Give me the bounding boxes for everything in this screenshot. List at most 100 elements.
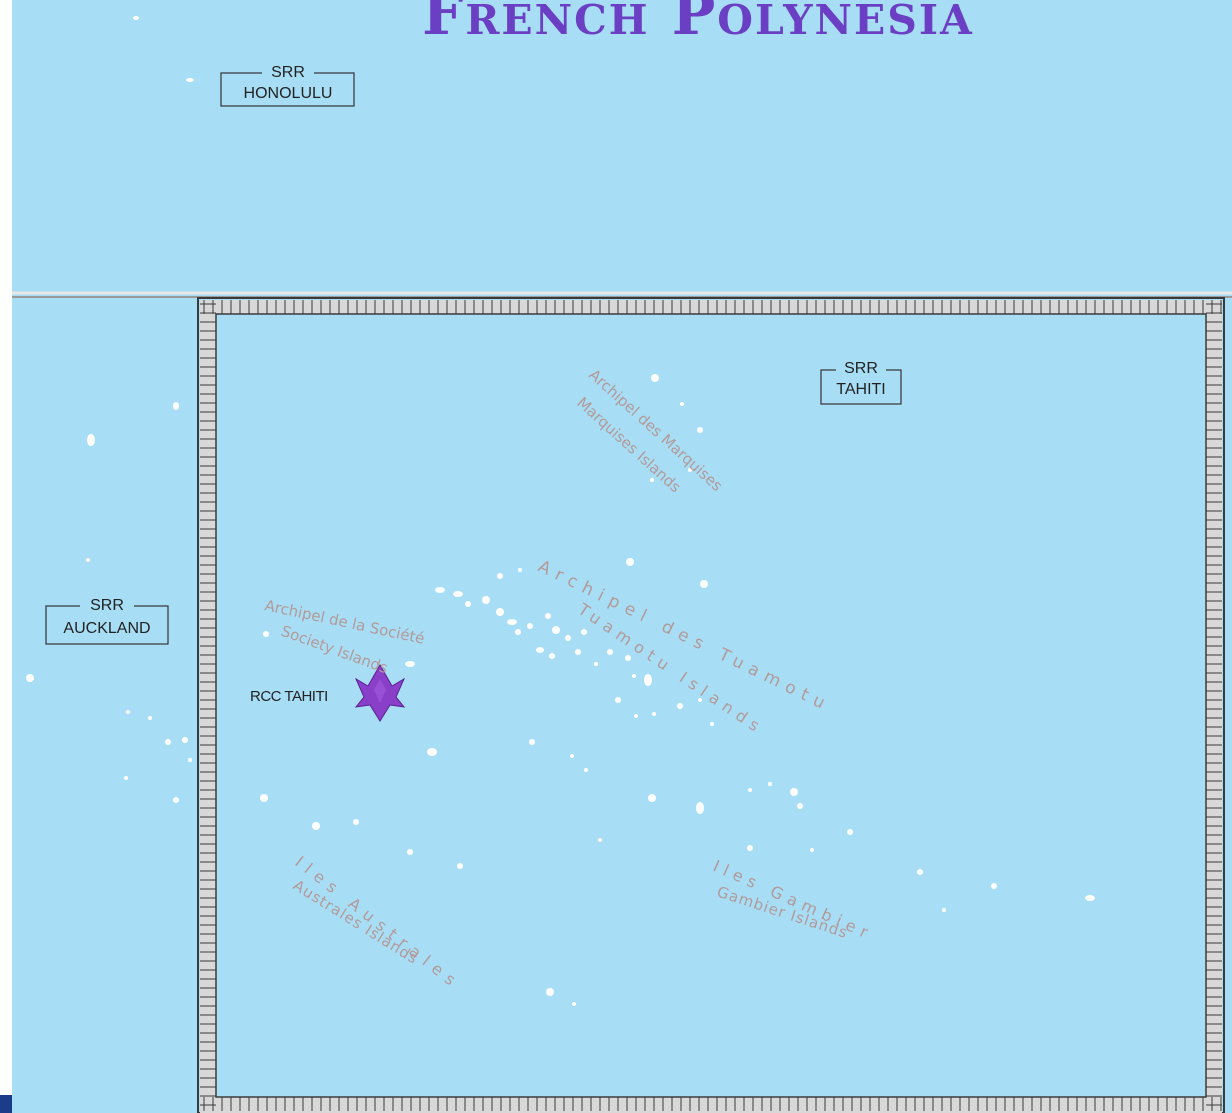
island [688,468,692,472]
frame-ticks [200,300,1222,1111]
island [651,374,659,382]
island [496,608,504,616]
island [575,649,581,655]
island [607,649,613,655]
island [748,788,752,792]
island [677,703,683,709]
rcc-label: RCC TAHITI [250,688,328,705]
srr-header-gap [262,66,314,78]
island [173,402,179,410]
srr-label-honolulu: SRR HONOLULU [220,64,355,107]
island [696,802,704,814]
srr-header: SRR [844,360,878,377]
island [565,635,571,641]
island [529,739,535,745]
island [1085,895,1095,901]
frame-band-right [1206,300,1222,1113]
island [570,754,574,758]
island [427,748,437,756]
island [263,631,269,637]
island [917,869,923,875]
srr-header: SRR [90,597,124,614]
island [546,988,554,996]
srr-header-gap [836,363,886,375]
island [626,558,634,566]
island [710,722,714,726]
island [697,427,703,433]
frame-band-left [200,300,216,1113]
island [482,596,490,604]
island [124,776,128,780]
map-title: French Polynesia [422,0,974,48]
island [465,601,471,607]
island [680,402,684,406]
frame-band-top [200,300,1222,314]
island [26,674,34,682]
island [634,714,638,718]
island [405,661,415,667]
island [497,573,503,579]
frame-band-bottom [200,1097,1222,1113]
island [126,710,130,714]
island [457,863,463,869]
island [797,803,803,809]
island [572,1002,576,1006]
srr-name: AUCKLAND [63,620,150,637]
island [650,478,654,482]
island [353,819,359,825]
island [700,580,708,588]
island [545,613,551,619]
island [165,739,171,745]
island [182,737,188,743]
island [810,848,814,852]
island [133,16,139,20]
island [584,768,588,772]
island [186,78,194,82]
island [648,794,656,802]
corner-mark [0,1095,12,1113]
island [768,782,772,786]
island [594,662,598,666]
island [790,788,798,796]
island [507,619,517,625]
island [515,629,521,635]
island [536,647,544,653]
island [652,712,656,716]
island [747,845,753,851]
island [552,626,560,634]
star-icon [354,663,406,722]
island [188,758,192,762]
island [581,629,587,635]
island [549,653,555,659]
island [407,849,413,855]
island [527,623,533,629]
island [847,829,853,835]
srr-header-gap [80,599,134,611]
island [942,908,946,912]
island [598,838,602,842]
island [518,568,522,572]
left-margin [0,0,12,1095]
island [991,883,997,889]
srr-label-auckland: SRR AUCKLAND [45,597,169,645]
island [260,794,268,802]
island [148,716,152,720]
island [435,587,445,593]
rcc-tahiti-marker: RCC TAHITI [250,663,406,722]
islands [26,16,1095,1006]
island [173,797,179,803]
island [86,558,90,562]
island [615,697,621,703]
island [625,655,631,661]
island [632,674,636,678]
frame-outer [197,297,1225,1113]
srr-label-tahiti: SRR TAHITI [820,360,902,405]
island [312,822,320,830]
island [453,591,463,597]
island [698,698,702,702]
srr-name: TAHITI [836,381,885,398]
srr-name: HONOLULU [244,85,333,102]
island [87,434,95,446]
